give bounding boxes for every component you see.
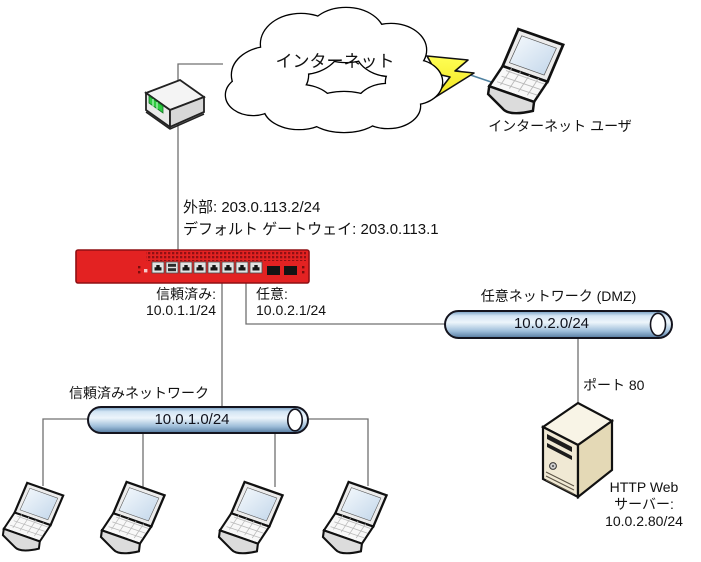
default-gateway-label: デフォルト ゲートウェイ: 203.0.113.1 — [183, 221, 439, 238]
internet-cloud-icon — [224, 6, 444, 134]
connection-lines — [42, 63, 579, 487]
optional-interface-label: 任意: 10.0.2.1/24 — [256, 286, 326, 318]
firewall-appliance-icon — [75, 249, 310, 284]
optional-interface-name: 任意: — [256, 286, 288, 302]
dmz-network-pipe — [444, 310, 673, 339]
trusted-subnet-label: 10.0.1.0/24 — [154, 411, 230, 428]
firewall-vent-grille — [146, 252, 306, 261]
trusted-laptop-2-icon — [99, 480, 166, 555]
trusted-network-title: 信頼済みネットワーク — [69, 385, 209, 401]
web-server-name-line2: サーバー: — [614, 496, 674, 512]
trusted-interface-label: 信頼済み: 10.0.1.1/24 — [110, 286, 216, 318]
web-server-icon — [540, 401, 615, 500]
dmz-network-title: 任意ネットワーク (DMZ) — [480, 288, 637, 304]
trusted-laptop-3-icon — [217, 480, 284, 555]
modem-icon — [144, 78, 206, 130]
internet-user-laptop-icon — [486, 27, 565, 115]
optional-interface-ip: 10.0.2.1/24 — [256, 302, 327, 318]
web-server-name-line1: HTTP Web — [609, 479, 679, 495]
trusted-to-laptop1-line — [42, 418, 90, 486]
external-ip-label: 外部: 203.0.113.2/24 — [183, 199, 321, 216]
web-server-label: HTTP Web サーバー: 10.0.2.80/24 — [584, 479, 701, 530]
cloud-label: インターネット — [275, 52, 395, 71]
internet-user-label: インターネット ユーザ — [488, 118, 632, 134]
trusted-laptop-4-icon — [321, 480, 388, 555]
modem-to-firewall-line — [177, 63, 223, 250]
firewall-ethernet-ports — [151, 261, 297, 275]
trusted-laptop-1-icon — [1, 481, 65, 552]
port-80-label: ポート 80 — [583, 377, 645, 393]
web-server-ip: 10.0.2.80/24 — [605, 513, 683, 529]
trusted-interface-ip: 10.0.1.1/24 — [145, 302, 216, 318]
trusted-to-laptop4-line — [305, 418, 369, 486]
dmz-subnet-label: 10.0.2.0/24 — [513, 315, 590, 332]
trusted-network-pipe — [87, 406, 309, 434]
trusted-interface-name: 信頼済み: — [156, 286, 216, 302]
firewall-leds — [138, 266, 305, 274]
firewall-to-dmz-line — [245, 283, 445, 325]
